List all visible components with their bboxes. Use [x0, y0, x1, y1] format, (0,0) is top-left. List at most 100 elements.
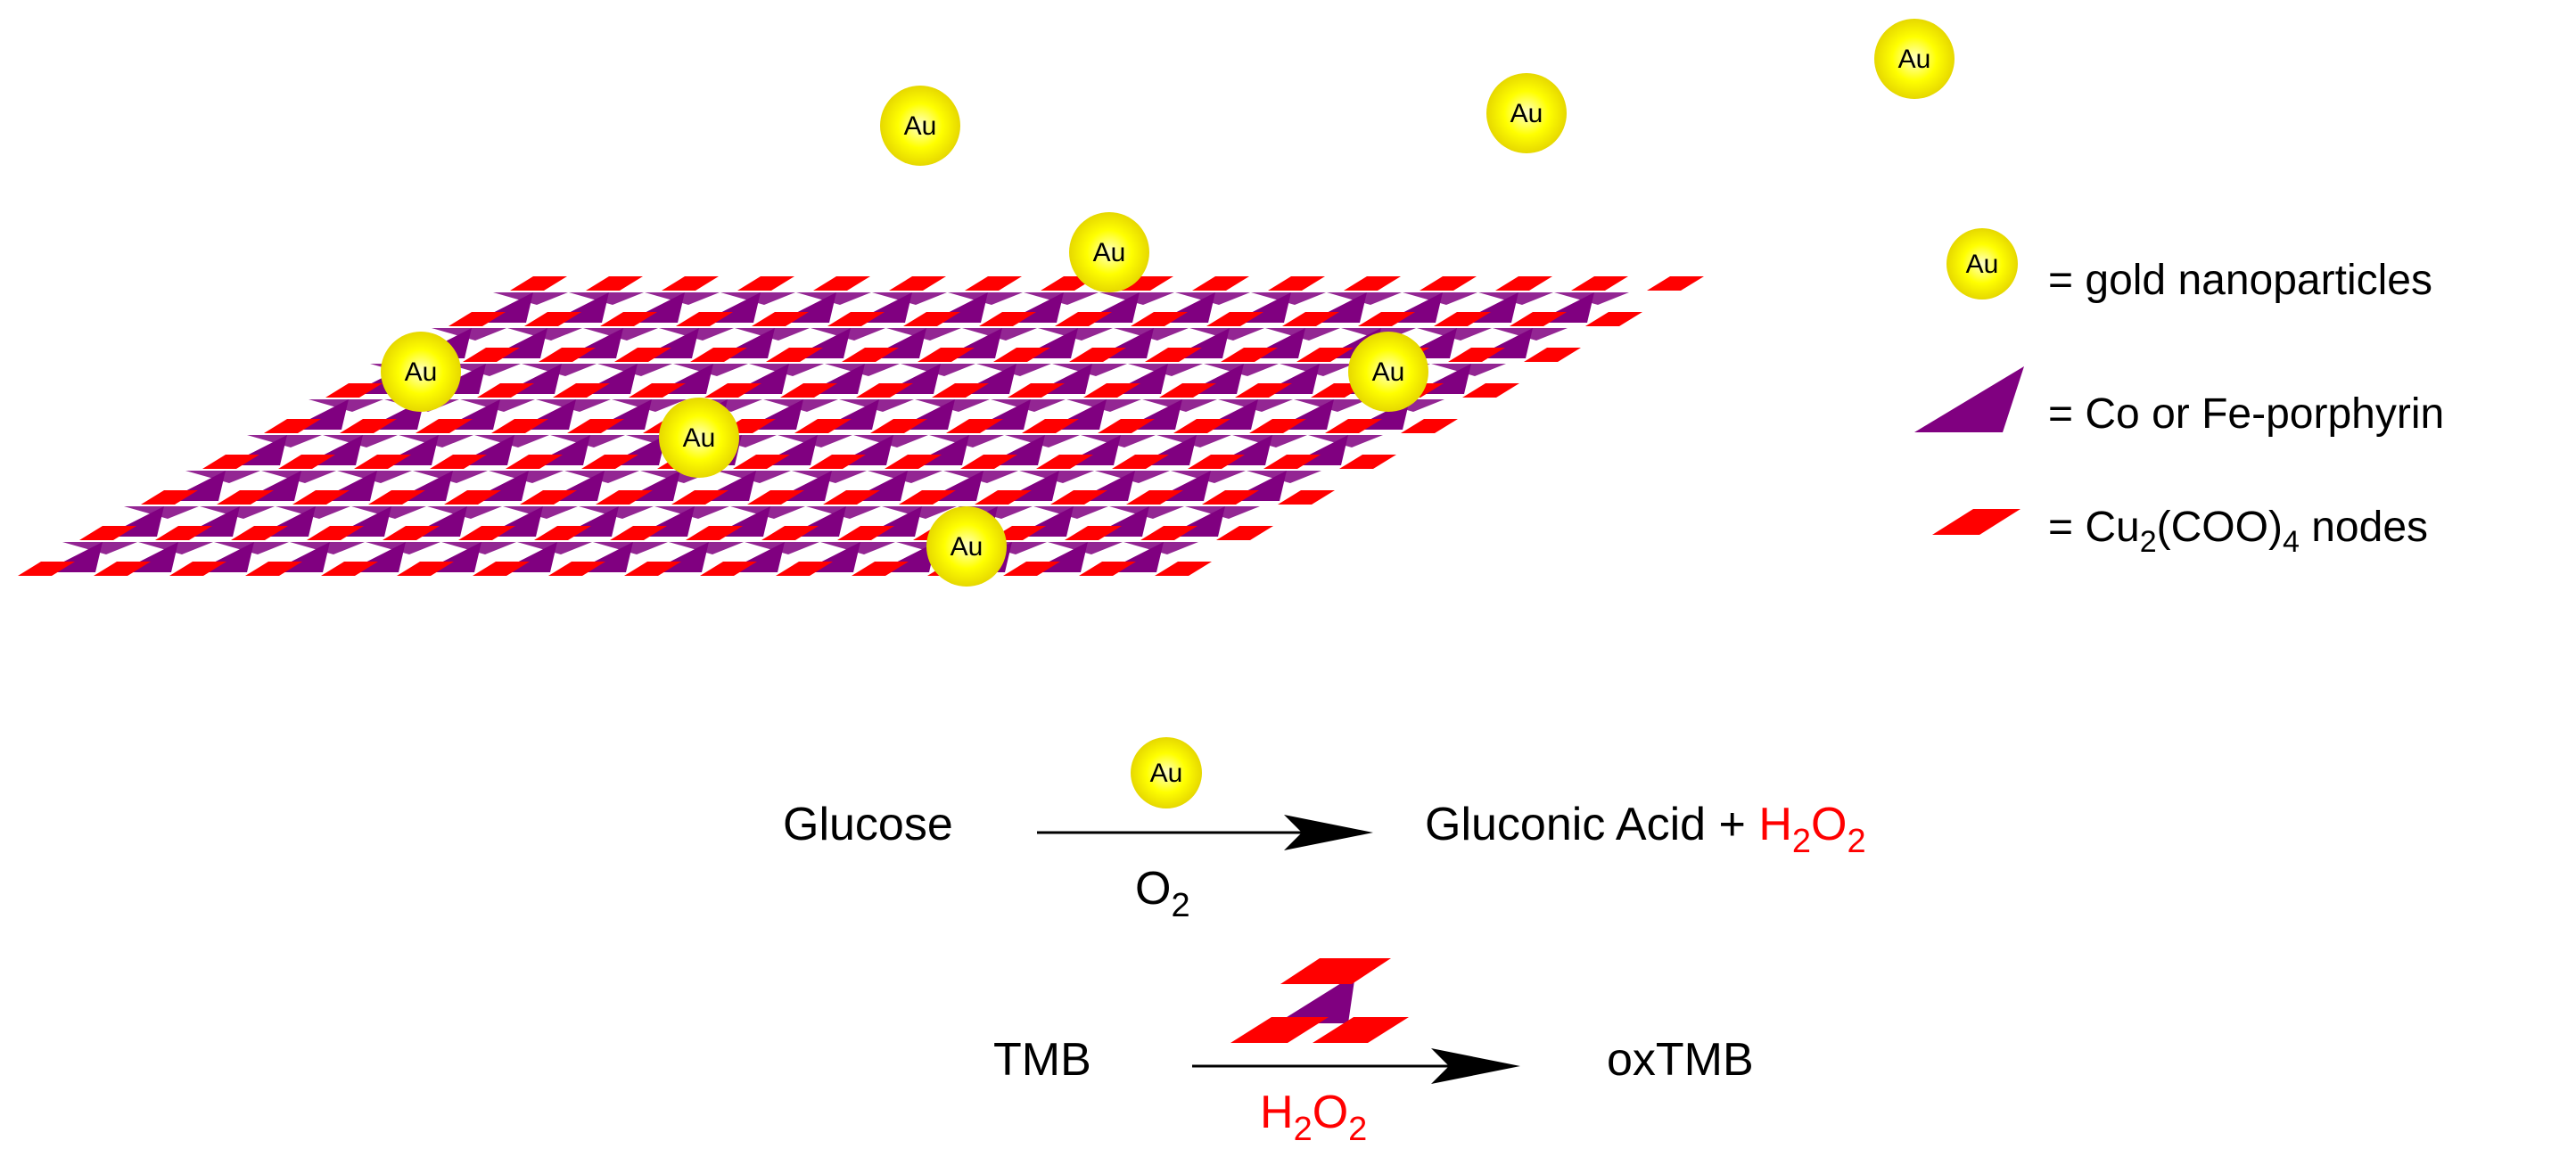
- cu-node: [1050, 490, 1107, 505]
- porphyrin-linker: [778, 435, 852, 447]
- porphyrin-linker: [597, 364, 672, 376]
- au-sphere: [659, 398, 739, 478]
- porphyrin-linker: [124, 506, 199, 519]
- au-sphere: [1486, 73, 1567, 153]
- au-label: Au: [1966, 250, 1999, 279]
- porphyrin-linker: [820, 542, 895, 554]
- cu-node: [813, 276, 870, 291]
- porphyrin-linker: [474, 435, 549, 447]
- cu-node: [1173, 419, 1230, 433]
- gold-nanoparticle: Au: [1069, 212, 1149, 292]
- au-catalyst-icon: Au: [1131, 737, 1202, 808]
- cu-node: [1008, 383, 1065, 398]
- gold-nanoparticle: Au: [880, 86, 960, 166]
- cu-node: [1065, 526, 1122, 540]
- porphyrin-linker: [366, 542, 440, 554]
- cu-node: [278, 455, 335, 469]
- cu-node: [761, 526, 819, 540]
- porphyrin-linker: [991, 399, 1066, 412]
- cu-node: [1358, 312, 1415, 326]
- h2o2-label: H2O2: [1260, 1087, 1367, 1148]
- porphyrin-linker: [720, 292, 795, 305]
- cu-node: [1221, 348, 1278, 362]
- legend-gold-row: Au = gold nanoparticles: [1946, 228, 2432, 304]
- porphyrin-linker: [811, 328, 885, 341]
- au-sphere: [1069, 212, 1149, 292]
- cu-node: [1069, 348, 1126, 362]
- cu-node: [473, 562, 530, 576]
- cu-node: [506, 455, 563, 469]
- cu-node: [430, 455, 487, 469]
- cu-node: [292, 490, 350, 505]
- porphyrin-linker: [536, 399, 611, 412]
- cu-node-icon: [1932, 509, 2020, 535]
- au-sphere: [1874, 19, 1955, 99]
- cu-node: [1263, 455, 1321, 469]
- porphyrin-linker: [1005, 435, 1080, 447]
- au-label: Au: [683, 423, 716, 453]
- porphyrin-linker: [1478, 292, 1553, 305]
- porphyrin-linker: [1128, 364, 1203, 376]
- au-sphere: [926, 506, 1007, 587]
- cu-node: [321, 562, 378, 576]
- porphyrin-linker: [351, 506, 426, 519]
- cu-node: [1022, 419, 1079, 433]
- porphyrin-linker: [1204, 364, 1279, 376]
- mof-framework-lattice: [18, 276, 1704, 576]
- porphyrin-linker: [659, 328, 734, 341]
- au-label: Au: [951, 532, 983, 562]
- cu-node: [737, 276, 794, 291]
- reactant-tmb: TMB: [993, 1034, 1091, 1086]
- cu-node: [1524, 348, 1581, 362]
- porphyrin-linker: [200, 506, 275, 519]
- porphyrin-linker: [1232, 435, 1307, 447]
- cu-node: [169, 562, 226, 576]
- porphyrin-linker: [654, 506, 729, 519]
- cu-node: [837, 526, 894, 540]
- porphyrin-linker: [323, 435, 398, 447]
- cu-node: [776, 562, 833, 576]
- cu-node: [368, 490, 425, 505]
- cu-node: [1098, 419, 1155, 433]
- porphyrin-linker: [1038, 328, 1113, 341]
- porphyrin-linker: [290, 542, 365, 554]
- porphyrin-linker: [1048, 542, 1123, 554]
- au-label: Au: [904, 111, 937, 141]
- cu-node: [1282, 312, 1339, 326]
- porphyrin-linker: [645, 292, 720, 305]
- cu-node: [965, 276, 1022, 291]
- cu-node: [397, 562, 454, 576]
- cu-node: [975, 490, 1032, 505]
- porphyrin-linker: [1251, 292, 1326, 305]
- porphyrin-linker: [1171, 471, 1246, 483]
- porphyrin-linker: [1403, 292, 1477, 305]
- cu-node: [747, 490, 804, 505]
- cu-node: [624, 562, 681, 576]
- cu-node: [586, 276, 643, 291]
- porphyrin-linker: [399, 435, 473, 447]
- porphyrin-linker: [1095, 471, 1170, 483]
- porphyrin-linker: [882, 506, 957, 519]
- porphyrin-linker: [1123, 542, 1198, 554]
- porphyrin-linker: [507, 328, 582, 341]
- porphyrin-linker: [901, 364, 975, 376]
- cu-node: [416, 419, 473, 433]
- cu-node: [596, 490, 653, 505]
- porphyrin-linker: [1033, 506, 1108, 519]
- porphyrin-linker: [1052, 364, 1127, 376]
- porphyrin-linker: [522, 364, 597, 376]
- cu-node: [918, 348, 975, 362]
- au-label: Au: [1898, 45, 1931, 74]
- cu-node: [1112, 455, 1169, 469]
- cu-node: [581, 455, 638, 469]
- porphyrin-linker: [1066, 399, 1141, 412]
- porphyrin-linker: [763, 399, 838, 412]
- cu-node: [993, 348, 1050, 362]
- cu-node: [264, 419, 321, 433]
- cu-node: [1462, 383, 1519, 398]
- cu-node: [1647, 276, 1704, 291]
- porphyrin-linker: [441, 542, 516, 554]
- cu-node: [600, 312, 657, 326]
- cu-node: [946, 419, 1003, 433]
- reaction-tmb-oxidation: TMB H2O2 oxTMB: [993, 958, 1754, 1148]
